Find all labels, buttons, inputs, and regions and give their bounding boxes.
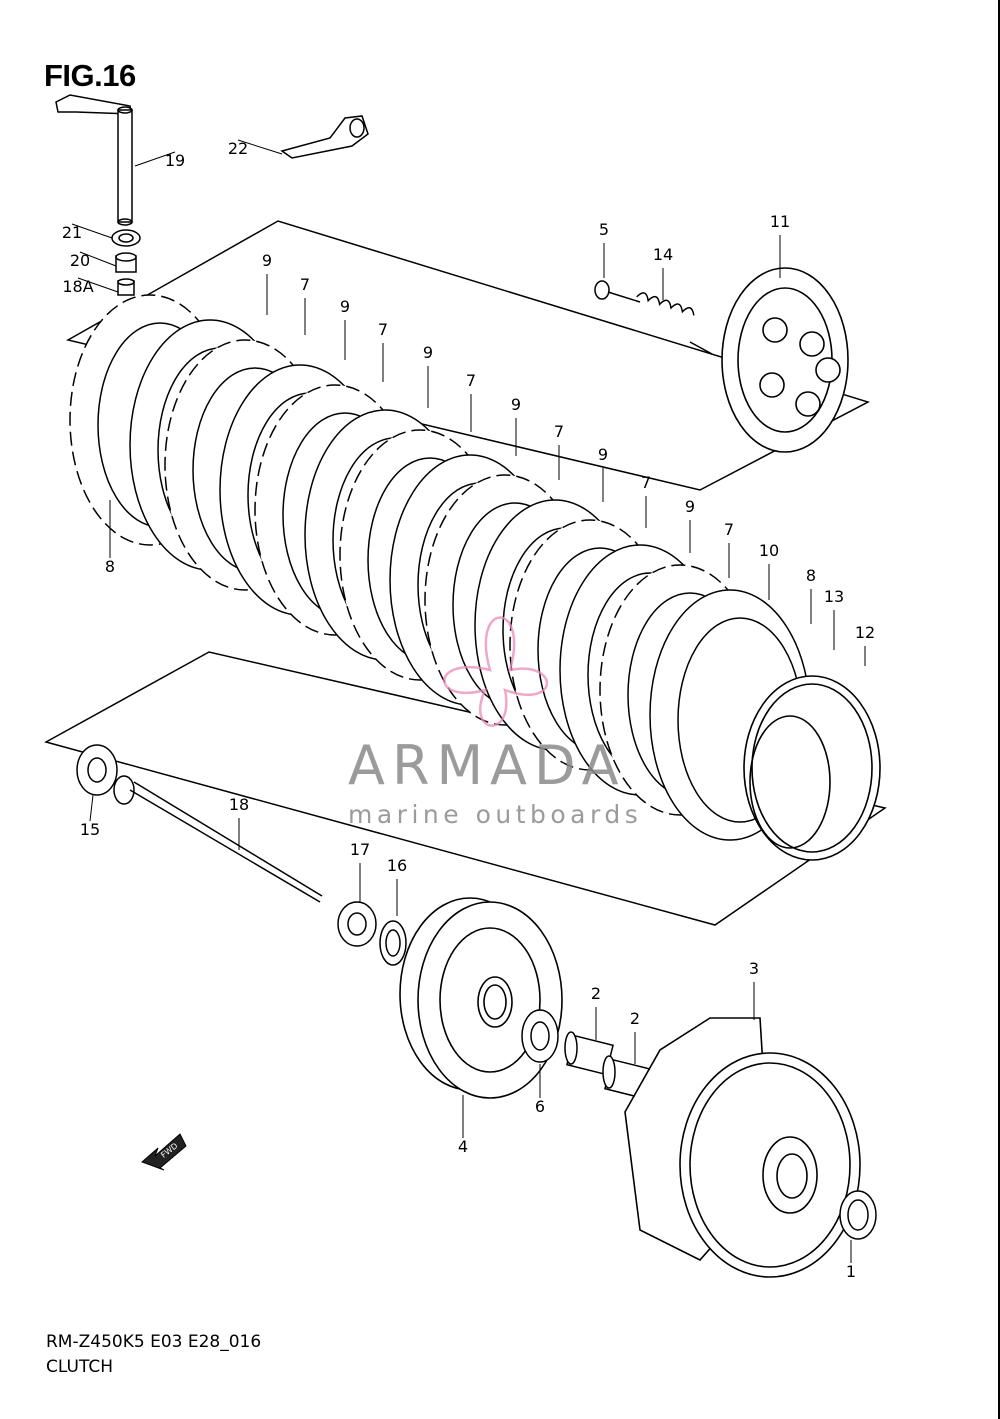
callout-number: 21 bbox=[62, 223, 82, 242]
bolt-spring-parts bbox=[594, 280, 713, 355]
figure-caption: CLUTCH bbox=[46, 1357, 113, 1377]
sleeve-hub-part bbox=[743, 675, 881, 861]
nut-washer-parts bbox=[337, 901, 407, 966]
callout-number: 9 bbox=[340, 297, 350, 316]
callout-number: 15 bbox=[80, 820, 100, 839]
leader-line bbox=[79, 251, 117, 267]
callout-number: 8 bbox=[806, 566, 816, 585]
callout-number: 9 bbox=[598, 445, 608, 464]
watermark-logo bbox=[443, 616, 549, 727]
callout-number: 8 bbox=[105, 557, 115, 576]
watermark-name: ARMADA bbox=[348, 734, 626, 797]
callout-number: 12 bbox=[855, 623, 875, 642]
callout-number: 9 bbox=[423, 343, 433, 362]
callout-number: 16 bbox=[387, 856, 407, 875]
callout-number: 9 bbox=[685, 497, 695, 516]
pressure-plate-part bbox=[721, 267, 849, 453]
callout-number: 14 bbox=[653, 245, 673, 264]
callout-number: 18 bbox=[229, 795, 249, 814]
leader-line bbox=[134, 151, 176, 167]
watermark-tagline: marine outboards bbox=[348, 800, 643, 829]
seal-bearing-parts bbox=[111, 229, 141, 296]
clutch-hub-part bbox=[399, 897, 563, 1099]
figure-code: RM-Z450K5 E03 E28_016 bbox=[46, 1332, 262, 1352]
callout-number: 7 bbox=[466, 371, 476, 390]
callout-number: 11 bbox=[770, 212, 790, 231]
callout-number: 9 bbox=[511, 395, 521, 414]
release-arm-part bbox=[55, 94, 133, 226]
callout-number: 7 bbox=[641, 473, 651, 492]
callout-number: 7 bbox=[300, 275, 310, 294]
leader-line bbox=[71, 223, 113, 239]
shaft-group-frame bbox=[44, 651, 887, 926]
callout-number: 4 bbox=[458, 1137, 468, 1156]
fwd-arrow-icon: FWD bbox=[141, 1133, 187, 1171]
callout-number: 13 bbox=[824, 587, 844, 606]
border-right bbox=[998, 0, 1000, 1419]
callout-number: 3 bbox=[749, 959, 759, 978]
leader-line bbox=[77, 277, 119, 293]
clutch-housing-part bbox=[624, 1017, 861, 1278]
callout-number: 18A bbox=[62, 277, 93, 296]
washer-bearing-parts bbox=[521, 1009, 652, 1100]
callout-number: 1 bbox=[846, 1262, 856, 1281]
thrust-washer-part bbox=[839, 1190, 877, 1240]
callout-number: 20 bbox=[70, 251, 90, 270]
callout-labels: 1922212018A97979797979751411810813121518… bbox=[62, 139, 875, 1281]
callout-number: 7 bbox=[554, 422, 564, 441]
callout-number: 7 bbox=[724, 520, 734, 539]
callout-number: 17 bbox=[350, 840, 370, 859]
bearing-pushrod-parts bbox=[76, 744, 323, 903]
leader-line bbox=[237, 139, 283, 155]
leader-line bbox=[89, 794, 94, 822]
callout-number: 5 bbox=[599, 220, 609, 239]
callout-number: 2 bbox=[591, 984, 601, 1003]
clutch-lever-part bbox=[280, 115, 369, 159]
callout-number: 2 bbox=[630, 1009, 640, 1028]
figure-title: FIG.16 bbox=[44, 58, 136, 93]
plate-group-frame bbox=[65, 220, 870, 491]
callout-number: 10 bbox=[759, 541, 779, 560]
callout-number: 7 bbox=[378, 320, 388, 339]
callout-number: 6 bbox=[535, 1097, 545, 1116]
callout-number: 19 bbox=[165, 151, 185, 170]
watermark-petal bbox=[443, 616, 549, 727]
callout-number: 22 bbox=[228, 139, 248, 158]
callout-number: 9 bbox=[262, 251, 272, 270]
clutch-disc-stack bbox=[69, 294, 811, 841]
